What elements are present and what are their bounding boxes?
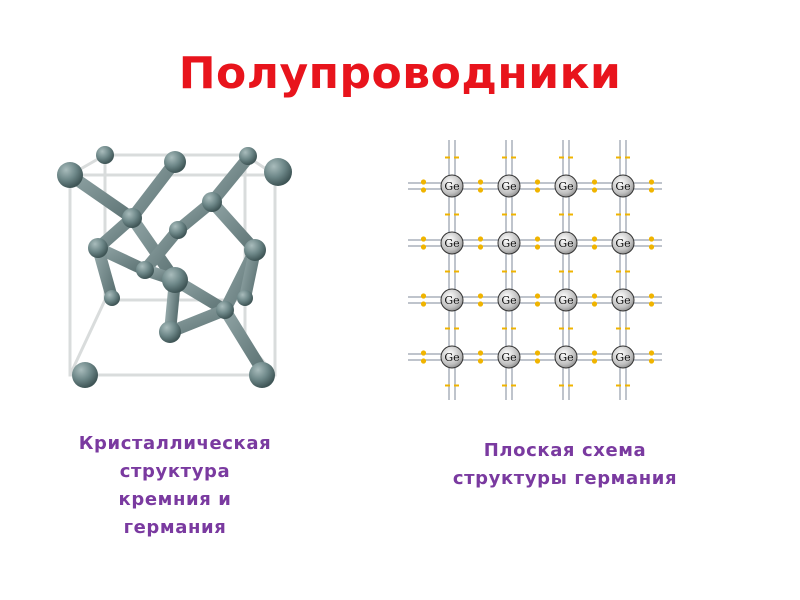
electron-dot — [534, 187, 541, 193]
ge-atom-label: Ge — [501, 351, 516, 364]
electron-dot — [534, 358, 541, 364]
electron-dot — [534, 236, 541, 242]
ge-atom-label: Ge — [501, 237, 516, 250]
ge-atom — [554, 288, 578, 312]
ge-atom — [554, 174, 578, 198]
ge-atom — [497, 174, 521, 198]
electron-dot — [420, 236, 427, 242]
electron-dot — [477, 187, 484, 193]
ge-atom — [440, 174, 464, 198]
lattice-caption-line: Плоская схема — [483, 440, 647, 461]
ge-atom-label: Ge — [444, 294, 459, 307]
ge-atom-label: Ge — [558, 180, 573, 193]
ge-atom-label: Ge — [615, 351, 630, 364]
electron-dot — [648, 236, 655, 242]
ge-atom-label: Ge — [444, 351, 459, 364]
ge-atom — [611, 288, 635, 312]
electron-dot — [648, 358, 655, 364]
electron-dot — [591, 179, 598, 185]
electron-dot — [591, 244, 598, 250]
electron-dot — [648, 301, 655, 307]
electron-dot — [477, 350, 484, 356]
ge-atom-label: Ge — [615, 180, 630, 193]
electron-dot — [648, 179, 655, 185]
ge-atom — [440, 231, 464, 255]
ge-atom-label: Ge — [501, 294, 516, 307]
ge-atom — [611, 345, 635, 369]
electron-dot — [591, 301, 598, 307]
electron-dot — [420, 301, 427, 307]
electron-dot — [477, 244, 484, 250]
slide-title: Полупроводники — [178, 48, 622, 99]
electron-dot — [534, 350, 541, 356]
ge-atom — [554, 231, 578, 255]
electron-dot — [477, 301, 484, 307]
crystal-structure-image — [57, 146, 292, 388]
electron-dot — [648, 187, 655, 193]
electron-dot — [534, 301, 541, 307]
ge-atom-label: Ge — [615, 294, 630, 307]
crystal-caption-line: германия — [123, 517, 227, 538]
electron-dot — [477, 358, 484, 364]
ge-atom-label: Ge — [558, 294, 573, 307]
crystal-caption-line: кремния и — [118, 489, 232, 510]
electron-dot — [648, 293, 655, 299]
electron-dot — [477, 179, 484, 185]
ge-atom — [611, 231, 635, 255]
electron-dot — [420, 244, 427, 250]
electron-dot — [534, 293, 541, 299]
ge-atom — [554, 345, 578, 369]
electron-dot — [534, 179, 541, 185]
electron-dot — [477, 236, 484, 242]
ge-atom — [497, 345, 521, 369]
electron-dot — [534, 244, 541, 250]
ge-atom-label: Ge — [501, 180, 516, 193]
ge-atom-label: Ge — [615, 237, 630, 250]
crystal-caption-line: структура — [119, 461, 231, 482]
crystal-caption-line: Кристаллическая — [78, 433, 272, 454]
ge-atom — [440, 345, 464, 369]
electron-dot — [591, 293, 598, 299]
ge-atom — [497, 288, 521, 312]
electron-dot — [591, 236, 598, 242]
lattice-caption-line: структуры германия — [452, 468, 678, 489]
electron-dot — [591, 187, 598, 193]
electron-dot — [648, 244, 655, 250]
electron-dot — [420, 187, 427, 193]
electron-dot — [648, 350, 655, 356]
electron-dot — [420, 179, 427, 185]
ge-atom — [497, 231, 521, 255]
electron-dot — [420, 358, 427, 364]
ge-atom-label: Ge — [558, 351, 573, 364]
electron-dot — [591, 358, 598, 364]
crystal-caption: Кристаллическая структура кремния и герм… — [55, 430, 295, 542]
electron-dot — [591, 350, 598, 356]
ge-atom — [611, 174, 635, 198]
lattice-caption: Плоская схема структуры германия — [415, 437, 715, 493]
ge-atom-label: Ge — [444, 180, 459, 193]
ge-atom — [440, 288, 464, 312]
ge-atom-label: Ge — [444, 237, 459, 250]
electron-dot — [477, 293, 484, 299]
electron-dot — [420, 350, 427, 356]
electron-dot — [420, 293, 427, 299]
ge-atom-label: Ge — [558, 237, 573, 250]
